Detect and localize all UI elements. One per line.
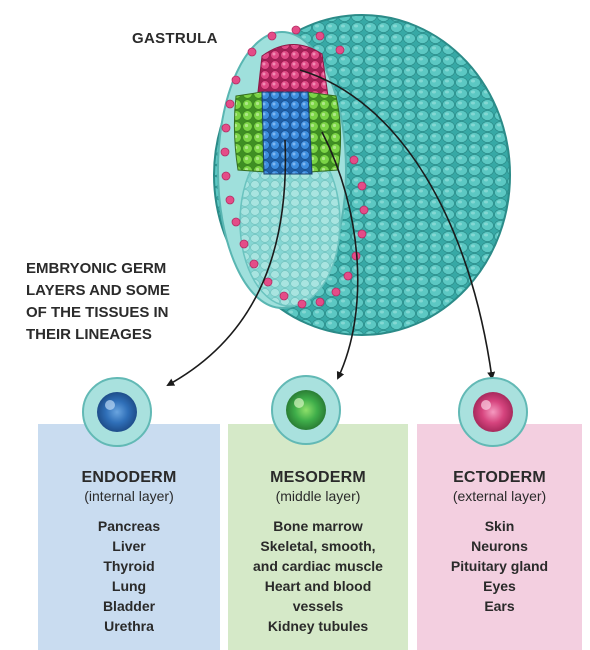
gastrula [214,15,510,335]
ectoderm-cell [459,378,527,446]
endoderm-cell [83,378,151,446]
ectoderm-cell-cluster [258,44,328,99]
mesoderm-cell [272,376,340,444]
mesoderm-cell-cluster [234,92,266,172]
endoderm-cell-cluster [262,92,312,174]
